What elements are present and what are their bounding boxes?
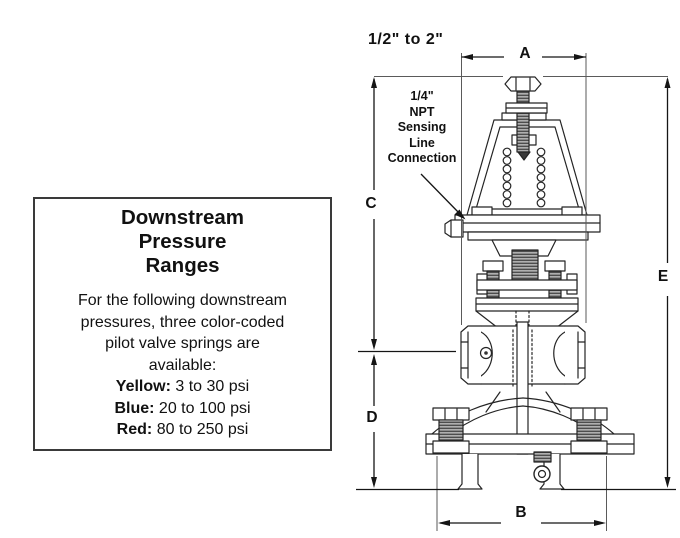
dimension-arrowheads [371,54,671,526]
spring-range: 80 to 250 psi [156,421,249,438]
callout-line: 1/4" [410,89,434,103]
spring-color-label: Blue: [114,399,155,417]
dimension-label-e: E [651,268,675,286]
extension-lines [374,53,668,531]
dimension-label-a: A [519,45,531,62]
info-box-body: For the following downstream pressures, … [35,290,330,441]
callout-line: NPT [409,104,435,119]
info-box-body-line: For the following downstream [78,292,287,309]
dimension-label-d: D [360,409,384,427]
size-range-label: 1/2" to 2" [368,31,444,48]
callout-line: Sensing [397,120,447,134]
callout-arrow [420,173,462,216]
mounting-leg [457,453,483,490]
diaphragm-case-bolts [432,407,608,454]
spring-row: Blue:20 to 100 psi [35,398,330,420]
info-box-title-line: Downstream [120,206,245,229]
valve-artwork [425,76,635,490]
spring-color-label: Red: [116,421,153,438]
info-box-title-line: Pressure [138,230,227,253]
drain-fitting [533,465,551,483]
dimension-lines [356,56,676,524]
spring-row: Red:80 to 250 psi [35,419,330,441]
spring-color-label: Yellow: [115,378,171,395]
spring-range: 3 to 30 psi [175,378,250,395]
callout-line: Line [409,135,435,150]
pilot-spring-coils [502,147,546,208]
callout-line: Connection [387,151,457,165]
dimension-label-b: B [515,504,527,521]
info-box-body-line: pilot valve springs are [105,335,260,352]
inlet-port [460,325,482,385]
spring-range: 20 to 100 psi [158,399,251,417]
sensing-line-callout: 1/4" NPT Sensing Line Connection [378,89,466,167]
dimension-label-c: C [359,195,383,213]
info-box-body-line: pressures, three color-coded [80,313,285,331]
info-box: Downstream Pressure Ranges For the follo… [33,197,332,451]
info-box-title: Downstream Pressure Ranges [35,206,330,278]
info-box-title-line: Ranges [145,254,220,277]
info-box-body-line: available: [148,356,217,374]
sensing-connection-fitting [444,219,464,238]
spring-row: Yellow:3 to 30 psi [35,376,330,398]
outlet-port [564,325,586,385]
adjusting-screw-hex-head [504,76,542,92]
